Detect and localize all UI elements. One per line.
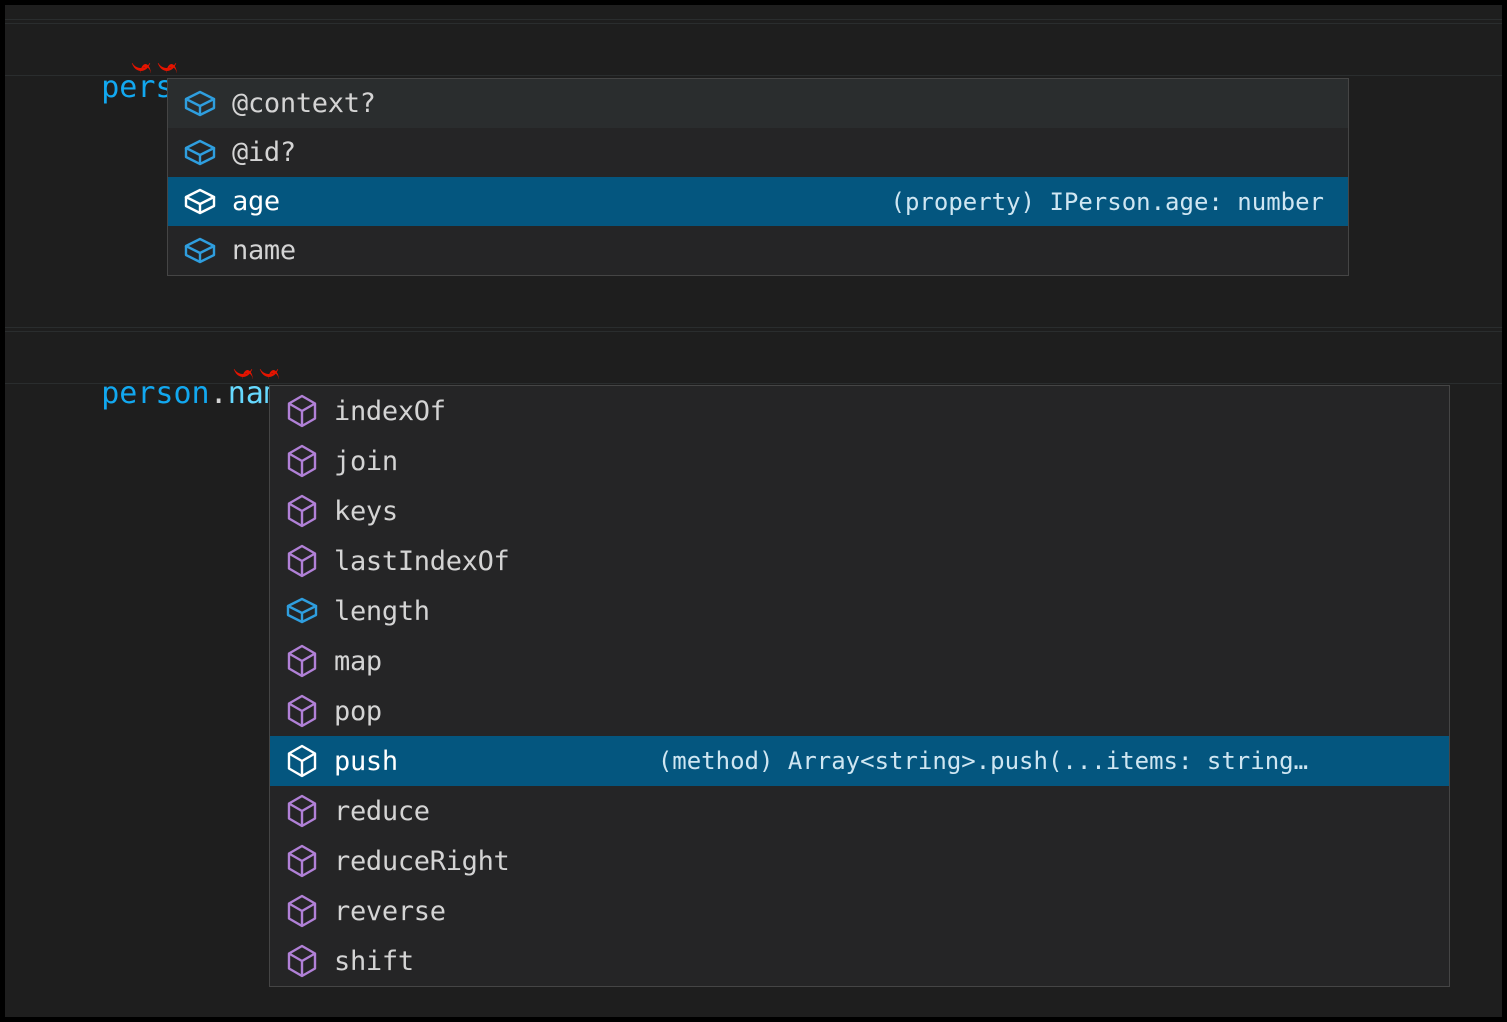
suggest-item-context[interactable]: @context? [168,79,1348,128]
suggest-item-label: length [334,595,430,627]
code-token-dot: . [209,376,228,411]
suggest-item-label: lastIndexOf [334,545,510,577]
method-cube-icon [284,943,320,979]
suggest-item-pop[interactable]: pop [270,686,1449,736]
code-token-variable: person [101,376,210,411]
suggest-item-label: pop [334,695,382,727]
suggest-item-label: map [334,645,382,677]
suggest-item-label: @id? [232,137,296,168]
suggest-item-keys[interactable]: keys [270,486,1449,536]
suggest-item-map[interactable]: map [270,636,1449,686]
suggest-item-label: keys [334,495,398,527]
suggest-item-join[interactable]: join [270,436,1449,486]
editor-rule [5,383,1502,384]
property-cube-icon [182,233,218,269]
error-squiggle [259,369,279,379]
method-cube-icon [284,743,320,779]
suggest-item-label: @context? [232,88,376,119]
method-cube-icon [284,493,320,529]
suggest-item-detail: (property) IPerson.age: number [890,187,1324,216]
suggest-item-indexof[interactable]: indexOf [270,386,1449,436]
method-cube-icon [284,543,320,579]
suggest-item-reduce[interactable]: reduce [270,786,1449,836]
suggest-item-label: reduce [334,795,430,827]
method-cube-icon [284,643,320,679]
editor-rule [5,75,1502,76]
property-cube-icon [182,86,218,122]
property-cube-icon [182,135,218,171]
error-squiggle [157,63,177,73]
suggest-item-label: push [334,745,398,777]
method-cube-icon [284,893,320,929]
suggest-item-detail: (method) Array<string>.push(...items: st… [657,747,1309,775]
suggest-item-label: join [334,445,398,477]
method-cube-icon [284,443,320,479]
suggest-item-lastindexof[interactable]: lastIndexOf [270,536,1449,586]
suggest-item-label: name [232,235,296,266]
editor-rule [5,23,1502,24]
suggest-item-reduceright[interactable]: reduceRight [270,836,1449,886]
suggest-item-label: indexOf [334,395,446,427]
suggest-item-reverse[interactable]: reverse [270,886,1449,936]
suggest-item-push[interactable]: push (method) Array<string>.push(...items… [270,736,1449,786]
suggest-item-length[interactable]: length [270,586,1449,636]
editor-rule [5,331,1502,332]
suggest-item-label: shift [334,945,414,977]
suggest-item-id[interactable]: @id? [168,128,1348,177]
method-cube-icon [284,843,320,879]
method-cube-icon [284,793,320,829]
method-cube-icon [284,693,320,729]
suggest-item-age[interactable]: age (property) IPerson.age: number [168,177,1348,226]
suggest-item-name[interactable]: name [168,226,1348,275]
property-cube-icon [284,593,320,629]
suggest-item-label: reduceRight [334,845,510,877]
suggest-widget-person-name[interactable]: indexOf join keys lastIndexOf length map pop pu… [269,385,1450,987]
editor-rule [5,327,1502,328]
error-squiggle [233,369,253,379]
suggest-item-label: reverse [334,895,446,927]
property-cube-icon [182,184,218,220]
suggest-item-shift[interactable]: shift [270,936,1449,986]
method-cube-icon [284,393,320,429]
error-squiggle [131,63,151,73]
editor-rule [5,19,1502,20]
suggest-widget-person[interactable]: @context? @id? age (property) IPerson.age: … [167,78,1349,276]
suggest-item-label: age [232,186,280,217]
